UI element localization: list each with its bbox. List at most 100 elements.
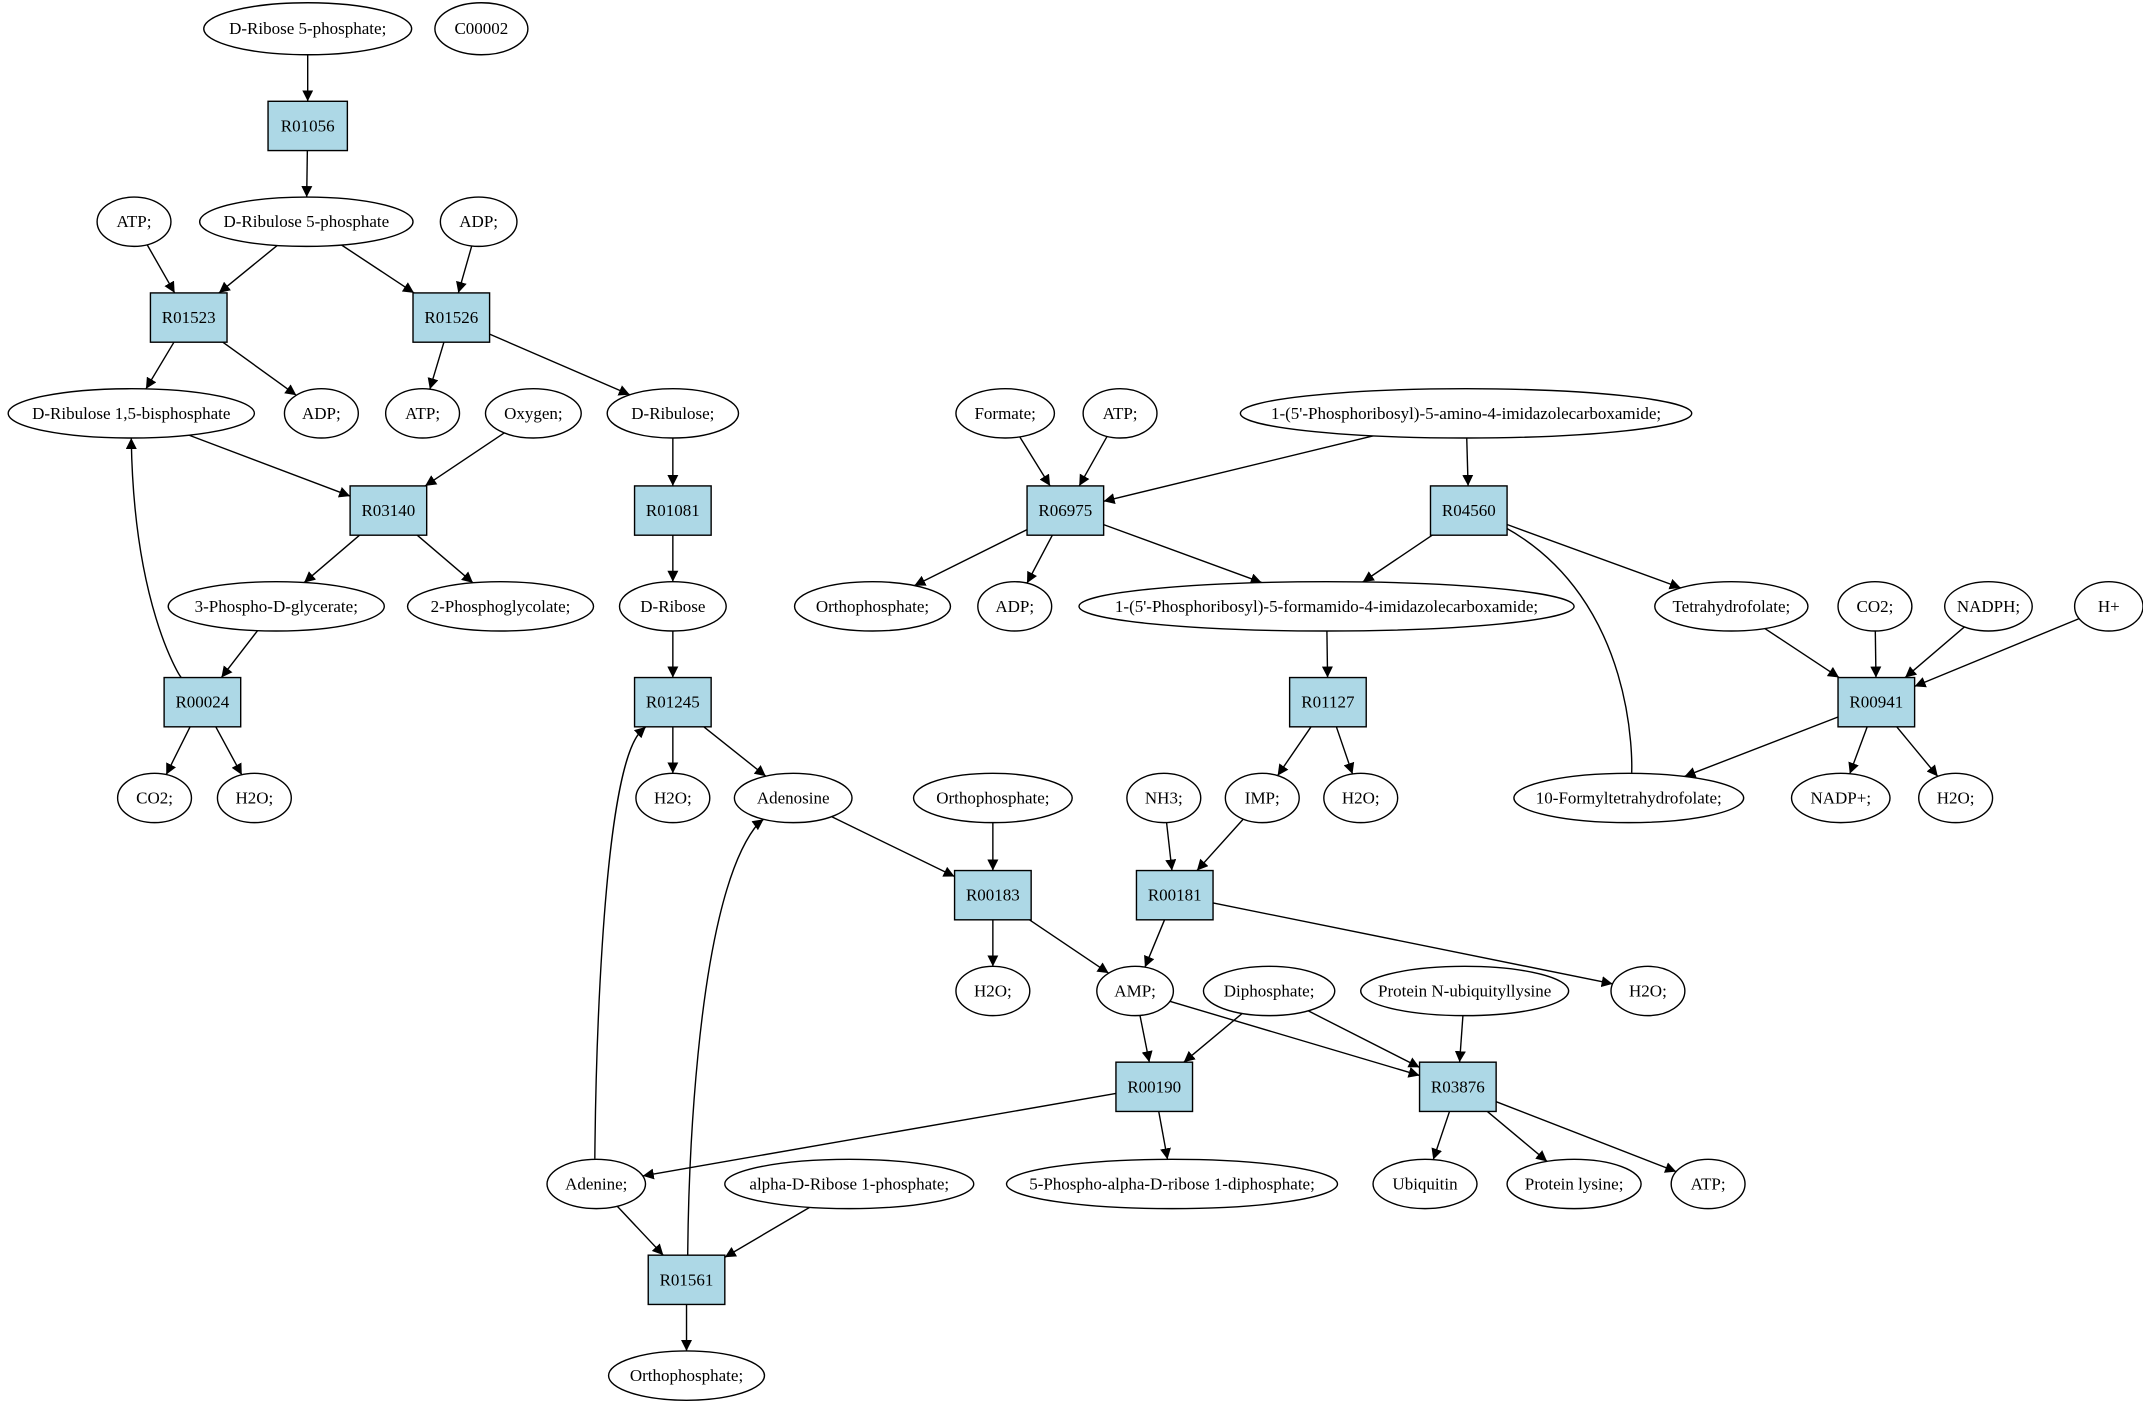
- node-label: R01127: [1301, 693, 1355, 712]
- edge-n_diphosphate-to-r00190: [1183, 1012, 1243, 1063]
- reaction-node-r01561[interactable]: R01561: [647, 1254, 726, 1306]
- compound-node-d-ribose[interactable]: D-Ribose: [618, 581, 727, 632]
- compound-ellipse: [1096, 965, 1175, 1017]
- compound-node-h[interactable]: H+: [2073, 581, 2143, 632]
- compound-node-oxygen[interactable]: Oxygen;: [484, 388, 582, 439]
- edge-r00190-to-n_prpp: [1158, 1111, 1171, 1160]
- reaction-box: [163, 676, 242, 728]
- compound-ellipse: [606, 388, 740, 439]
- compound-node-atp[interactable]: ATP;: [1670, 1158, 1746, 1210]
- compound-ellipse: [1837, 581, 1913, 632]
- reaction-node-r00181[interactable]: R00181: [1135, 869, 1214, 921]
- compound-node-d-ribose-5-phosphate[interactable]: D-Ribose 5-phosphate;: [203, 2, 413, 56]
- reaction-node-r01245[interactable]: R01245: [633, 676, 712, 728]
- reaction-node-r01523[interactable]: R01523: [149, 292, 228, 343]
- reaction-node-r04560[interactable]: R04560: [1429, 485, 1508, 536]
- node-label: R01056: [281, 116, 335, 135]
- reaction-node-r01127[interactable]: R01127: [1288, 676, 1367, 728]
- edge-r01127-to-n_imp: [1277, 726, 1312, 776]
- compound-node-ubiquitin[interactable]: Ubiquitin: [1372, 1158, 1478, 1210]
- compound-node-protein-lysine[interactable]: Protein lysine;: [1506, 1158, 1642, 1210]
- compound-node-protein-n-ubiquityllysine[interactable]: Protein N-ubiquityllysine: [1360, 965, 1570, 1017]
- compound-node-atp[interactable]: ATP;: [96, 196, 172, 248]
- edge-n_diphosphate-to-r03876: [1307, 1010, 1420, 1068]
- reaction-node-r01056[interactable]: R01056: [267, 100, 349, 152]
- node-label: Orthophosphate;: [816, 597, 929, 616]
- edge-n_aicar-to-r06975: [1103, 435, 1374, 505]
- edge-r00941-to-n_nadp: [1848, 726, 1868, 775]
- node-label: 2-Phosphoglycolate;: [431, 597, 571, 616]
- node-label: Protein lysine;: [1525, 1174, 1624, 1193]
- edge-r01523-to-n_ribulose_bp: [145, 341, 175, 390]
- reaction-node-r00941[interactable]: R00941: [1837, 676, 1916, 728]
- edge-r01127-to-n_h2o_3: [1335, 726, 1355, 775]
- node-label: NH3;: [1145, 788, 1183, 807]
- compound-node-adp[interactable]: ADP;: [439, 196, 518, 248]
- compound-node-imp[interactable]: IMP;: [1224, 772, 1300, 824]
- compound-node-d-ribulose-1-5-bisphosphate[interactable]: D-Ribulose 1,5-bisphosphate: [7, 388, 256, 439]
- compound-node-orthophosphate[interactable]: Orthophosphate;: [912, 772, 1073, 824]
- node-label: D-Ribulose 1,5-bisphosphate: [32, 404, 230, 423]
- compound-node-nadph[interactable]: NADPH;: [1944, 581, 2033, 632]
- reaction-box: [1026, 485, 1105, 536]
- compound-node-h2o[interactable]: H2O;: [955, 965, 1031, 1017]
- node-label: CO2;: [1857, 597, 1894, 616]
- compound-node-1-5-phosphoribosyl-5-formamido-4-imidazolecarboxamide[interactable]: 1-(5'-Phosphoribosyl)-5-formamido-4-imid…: [1078, 581, 1575, 632]
- edge-n_d_ribulose_5p-to-r01523: [218, 244, 278, 294]
- compound-node-adp[interactable]: ADP;: [977, 581, 1053, 632]
- compound-node-nadp[interactable]: NADP+;: [1790, 772, 1891, 824]
- compound-node-atp[interactable]: ATP;: [384, 388, 461, 439]
- node-label: Orthophosphate;: [936, 788, 1049, 807]
- compound-ellipse: [607, 1350, 766, 1401]
- compound-node-formate[interactable]: Formate;: [955, 388, 1056, 439]
- edge-n_hplus-to-r00941: [1914, 617, 2080, 688]
- reaction-node-r01081[interactable]: R01081: [633, 485, 712, 536]
- compound-node-nh3[interactable]: NH3;: [1126, 772, 1202, 824]
- reaction-node-r01526[interactable]: R01526: [412, 292, 491, 343]
- compound-node-orthophosphate[interactable]: Orthophosphate;: [793, 581, 952, 632]
- reaction-node-r00190[interactable]: R00190: [1115, 1061, 1194, 1113]
- compound-ellipse: [546, 1158, 647, 1210]
- compound-node-h2o[interactable]: H2O;: [1918, 772, 1994, 824]
- compound-node-amp[interactable]: AMP;: [1096, 965, 1175, 1017]
- compound-ellipse: [116, 772, 193, 824]
- reaction-node-r06975[interactable]: R06975: [1026, 485, 1105, 536]
- compound-node-10-formyltetrahydrofolate[interactable]: 10-Formyltetrahydrofolate;: [1513, 772, 1745, 824]
- reaction-node-r00024[interactable]: R00024: [163, 676, 242, 728]
- compound-node-orthophosphate[interactable]: Orthophosphate;: [607, 1350, 766, 1401]
- compound-node-h2o[interactable]: H2O;: [1610, 965, 1686, 1017]
- compound-node-2-phosphoglycolate[interactable]: 2-Phosphoglycolate;: [406, 581, 595, 632]
- compound-node-d-ribulose[interactable]: D-Ribulose;: [606, 388, 740, 439]
- edge-r03876-to-n_atp_4: [1495, 1101, 1677, 1173]
- edge-n_adp_1-to-r01526: [456, 245, 473, 294]
- compound-node-adenine[interactable]: Adenine;: [546, 1158, 647, 1210]
- compound-node-h2o[interactable]: H2O;: [635, 772, 711, 824]
- compound-node-co2[interactable]: CO2;: [116, 772, 193, 824]
- compound-node-1-5-phosphoribosyl-5-amino-4-imidazolecarboxamide[interactable]: 1-(5'-Phosphoribosyl)-5-amino-4-imidazol…: [1239, 388, 1693, 439]
- compound-node-adp[interactable]: ADP;: [283, 388, 360, 439]
- compound-node-adenosine[interactable]: Adenosine: [733, 772, 853, 824]
- edge-r00941-to-n_h2o_4: [1896, 726, 1939, 777]
- edge-n_adenine-to-r01561: [616, 1205, 664, 1256]
- compound-ellipse: [1078, 581, 1575, 632]
- compound-node-h2o[interactable]: H2O;: [216, 772, 292, 824]
- edge-n_thf-to-r00941: [1764, 627, 1840, 679]
- compound-node-atp[interactable]: ATP;: [1082, 388, 1158, 439]
- reaction-node-r03876[interactable]: R03876: [1418, 1061, 1497, 1113]
- compound-node-diphosphate[interactable]: Diphosphate;: [1202, 965, 1336, 1017]
- node-label: H2O;: [974, 981, 1012, 1000]
- reaction-node-r00183[interactable]: R00183: [953, 869, 1032, 921]
- compound-node-co2[interactable]: CO2;: [1837, 581, 1913, 632]
- reaction-node-r03140[interactable]: R03140: [349, 485, 428, 536]
- compound-node-d-ribulose-5-phosphate[interactable]: D-Ribulose 5-phosphate: [198, 196, 414, 248]
- compound-node-c00002[interactable]: C00002: [434, 2, 529, 56]
- reaction-box: [1418, 1061, 1497, 1113]
- compound-node-3-phospho-d-glycerate[interactable]: 3-Phospho-D-glycerate;: [167, 581, 385, 632]
- compound-node-tetrahydrofolate[interactable]: Tetrahydrofolate;: [1654, 581, 1809, 632]
- node-label: ATP;: [405, 404, 440, 423]
- node-label: R01561: [660, 1270, 714, 1289]
- compound-node-5-phospho-alpha-d-ribose-1-diphosphate[interactable]: 5-Phospho-alpha-D-ribose 1-diphosphate;: [1005, 1158, 1339, 1210]
- compound-node-h2o[interactable]: H2O;: [1323, 772, 1399, 824]
- compound-ellipse: [1005, 1158, 1339, 1210]
- compound-node-alpha-d-ribose-1-phosphate[interactable]: alpha-D-Ribose 1-phosphate;: [724, 1158, 975, 1210]
